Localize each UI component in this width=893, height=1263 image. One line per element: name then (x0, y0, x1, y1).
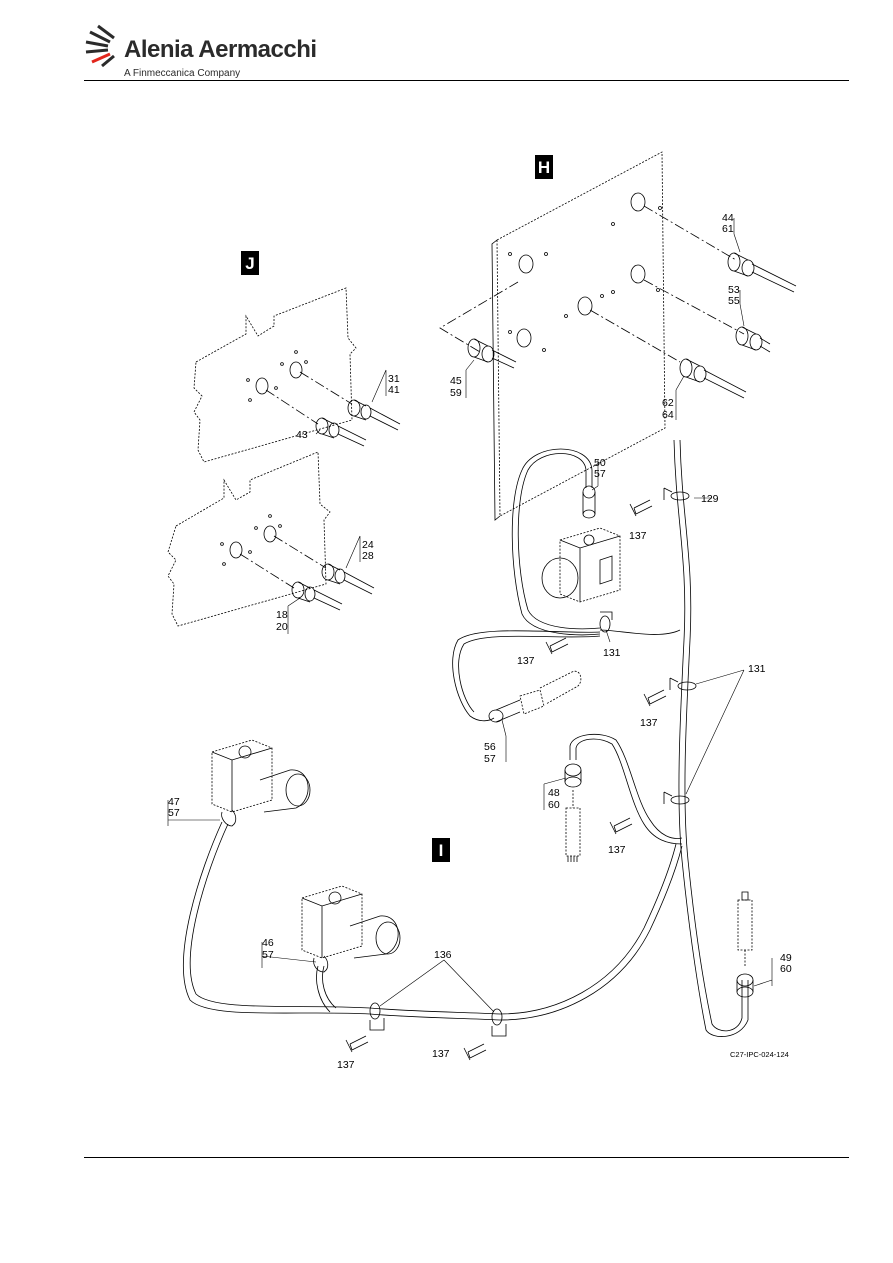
clamp-131-lower (663, 791, 690, 805)
callout-50: 50 (594, 457, 606, 469)
footer-rule (84, 1157, 849, 1158)
leader-lines (167, 218, 773, 1013)
callout-41: 41 (388, 384, 400, 396)
actuator-50-57 (541, 485, 621, 603)
view-label-h: H (535, 155, 553, 179)
callout-43: 43 (296, 429, 308, 441)
view-label-i: I (432, 838, 450, 862)
drawing-reference: C27-IPC-024-124 (730, 1050, 789, 1059)
screw-137-f (463, 1043, 487, 1061)
callout-137-b: 137 (517, 655, 535, 667)
callout-137-a: 137 (629, 530, 647, 542)
brand-name: Alenia Aermacchi (124, 36, 317, 63)
screw-137-e (345, 1035, 369, 1053)
alenia-logo-icon (85, 24, 115, 68)
header-rule (84, 80, 849, 81)
clamp-136-left (369, 1002, 385, 1031)
view-h-plate (439, 151, 745, 521)
connector-62-64 (679, 358, 747, 399)
svg-text:J: J (245, 254, 254, 273)
callout-31: 31 (388, 373, 400, 385)
callout-24: 24 (362, 539, 374, 551)
callout-49: 49 (780, 952, 792, 964)
callout-131-b: 131 (748, 663, 766, 675)
harness-main-trunk (673, 439, 749, 1037)
clamp-131-middle (669, 677, 697, 691)
callout-60-a: 60 (548, 799, 560, 811)
sensor-56-57 (488, 670, 582, 723)
callout-20: 20 (276, 621, 288, 633)
svg-text:H: H (538, 158, 550, 177)
callout-131-a: 131 (603, 647, 621, 659)
callout-57-d: 57 (262, 949, 274, 961)
callout-55: 55 (728, 295, 740, 307)
callout-57-a: 57 (594, 468, 606, 480)
connector-53-55 (735, 326, 771, 353)
callout-47: 47 (168, 796, 180, 808)
connector-31-41 (347, 399, 401, 431)
callout-136: 136 (434, 949, 452, 961)
harness-loop-upper (452, 448, 681, 722)
brand-subtitle: A Finmeccanica Company (124, 68, 241, 79)
view-j-plate-upper-holes (246, 350, 353, 425)
connector-24-28 (321, 563, 375, 595)
callout-137-c: 137 (640, 717, 658, 729)
connector-43 (315, 417, 367, 447)
connector-18-20 (291, 581, 343, 611)
clamp-129 (663, 487, 690, 501)
callout-18: 18 (276, 609, 288, 621)
callout-28: 28 (362, 550, 374, 562)
callout-46: 46 (262, 937, 274, 949)
callout-62: 62 (662, 397, 674, 409)
svg-text:I: I (439, 841, 444, 860)
callout-53: 53 (728, 284, 740, 296)
connector-45-59 (467, 338, 517, 369)
callout-45: 45 (450, 375, 462, 387)
view-j-plate-lower (167, 451, 331, 627)
callout-137-d: 137 (608, 844, 626, 856)
callout-64: 64 (662, 409, 674, 421)
screw-137-b (545, 637, 569, 655)
callout-129: 129 (701, 493, 719, 505)
clamp-131-upper (599, 611, 613, 633)
connector-44-61 (727, 252, 797, 293)
screw-137-c (643, 689, 667, 707)
view-j-plate-lower-holes (220, 514, 327, 589)
page-header: Alenia Aermacchi A Finmeccanica Company (0, 0, 893, 85)
clamp-136-right (491, 1008, 507, 1037)
callout-48: 48 (548, 787, 560, 799)
callout-56: 56 (484, 741, 496, 753)
view-j-plate-upper (193, 287, 357, 463)
screw-137-a (629, 499, 653, 517)
actuator-46-57 (301, 885, 401, 973)
view-i-harness (183, 821, 683, 1021)
sensor-49-60 (736, 891, 754, 998)
harness-branch-48-60 (564, 733, 683, 862)
callout-57-c: 57 (168, 807, 180, 819)
callout-61: 61 (722, 223, 734, 235)
callout-57-b: 57 (484, 753, 496, 765)
callout-44: 44 (722, 212, 734, 224)
callout-59: 59 (450, 387, 462, 399)
callout-137-e: 137 (337, 1059, 355, 1071)
screw-137-d (609, 817, 633, 835)
actuator-47-57 (211, 739, 311, 827)
view-label-j: J (241, 251, 259, 275)
callout-60-b: 60 (780, 963, 792, 975)
callout-137-f: 137 (432, 1048, 450, 1060)
